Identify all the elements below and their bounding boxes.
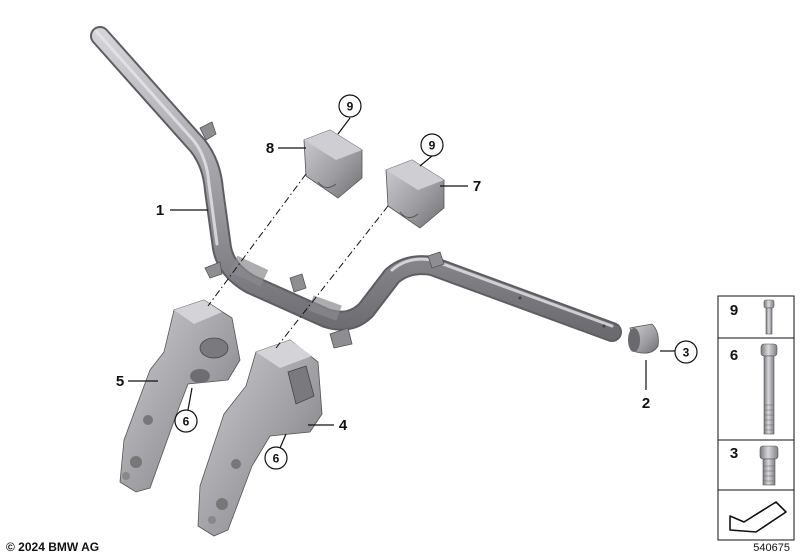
callout-2[interactable]: 2 bbox=[642, 360, 650, 412]
svg-text:3: 3 bbox=[683, 346, 690, 360]
callout-1[interactable]: 1 bbox=[156, 202, 208, 219]
svg-text:6: 6 bbox=[730, 347, 738, 364]
riser-right bbox=[197, 339, 323, 537]
legend-panel: 9 6 3 bbox=[717, 295, 795, 541]
svg-text:7: 7 bbox=[473, 178, 481, 195]
svg-text:9: 9 bbox=[347, 100, 354, 114]
svg-text:6: 6 bbox=[273, 452, 280, 466]
legend-item-3[interactable]: 3 bbox=[730, 445, 779, 486]
diagram-id: 540675 bbox=[753, 542, 790, 554]
svg-text:1: 1 bbox=[156, 202, 164, 219]
callout-9-right[interactable]: 9 bbox=[419, 133, 444, 167]
handlebar-end-cap bbox=[628, 323, 659, 354]
legend-item-6[interactable]: 6 bbox=[730, 343, 778, 435]
direction-arrow-icon bbox=[729, 501, 787, 533]
svg-text:6: 6 bbox=[183, 415, 190, 429]
assembly-line-left bbox=[207, 173, 307, 307]
svg-text:4: 4 bbox=[339, 417, 348, 434]
riser-left bbox=[119, 299, 241, 493]
handlebar bbox=[90, 26, 622, 349]
callout-6-left[interactable]: 6 bbox=[174, 387, 198, 433]
assembly-line-right bbox=[275, 205, 389, 349]
callout-3[interactable]: 3 bbox=[660, 340, 698, 364]
callout-7[interactable]: 7 bbox=[440, 178, 481, 195]
clamp-left bbox=[303, 129, 363, 199]
svg-text:3: 3 bbox=[730, 445, 738, 462]
svg-text:9: 9 bbox=[730, 302, 738, 319]
callout-4[interactable]: 4 bbox=[308, 417, 348, 434]
svg-text:9: 9 bbox=[429, 139, 436, 153]
callout-5[interactable]: 5 bbox=[116, 373, 158, 390]
callout-6-right[interactable]: 6 bbox=[264, 433, 288, 470]
callout-8[interactable]: 8 bbox=[266, 140, 306, 157]
callout-9-left[interactable]: 9 bbox=[337, 94, 362, 135]
legend-item-9[interactable]: 9 bbox=[730, 299, 775, 335]
svg-text:8: 8 bbox=[266, 140, 274, 157]
svg-text:2: 2 bbox=[642, 395, 650, 412]
copyright-notice: © 2024 BMW AG bbox=[6, 540, 100, 554]
svg-text:5: 5 bbox=[116, 373, 124, 390]
clamp-right bbox=[385, 159, 445, 229]
